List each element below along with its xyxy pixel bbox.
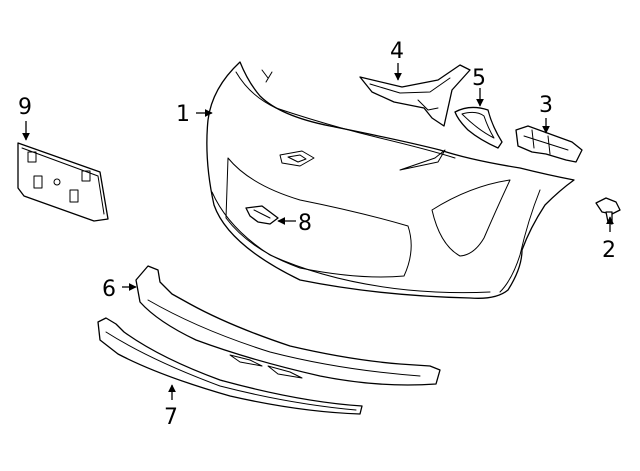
side-bracket-part — [515, 125, 583, 163]
deflector-part — [135, 265, 441, 386]
callout-5: 5 — [472, 66, 486, 91]
bumper-cover-part — [206, 61, 575, 299]
license-bracket-part — [17, 142, 109, 222]
callout-6: 6 — [102, 277, 116, 302]
callouts: 1 2 3 4 5 6 7 8 9 — [18, 39, 616, 430]
lower-molding-part — [97, 317, 363, 415]
fog-bezel-part — [454, 106, 503, 149]
bolt-part — [595, 197, 621, 225]
callout-3: 3 — [539, 93, 553, 118]
leader-lines — [22, 63, 614, 400]
clip-part — [245, 205, 279, 225]
callout-9: 9 — [18, 95, 32, 120]
callout-7: 7 — [164, 405, 178, 430]
callout-2: 2 — [602, 238, 616, 263]
callout-1: 1 — [176, 102, 190, 127]
upper-bracket-part — [359, 64, 471, 127]
callout-8: 8 — [298, 211, 312, 236]
callout-4: 4 — [390, 39, 404, 64]
